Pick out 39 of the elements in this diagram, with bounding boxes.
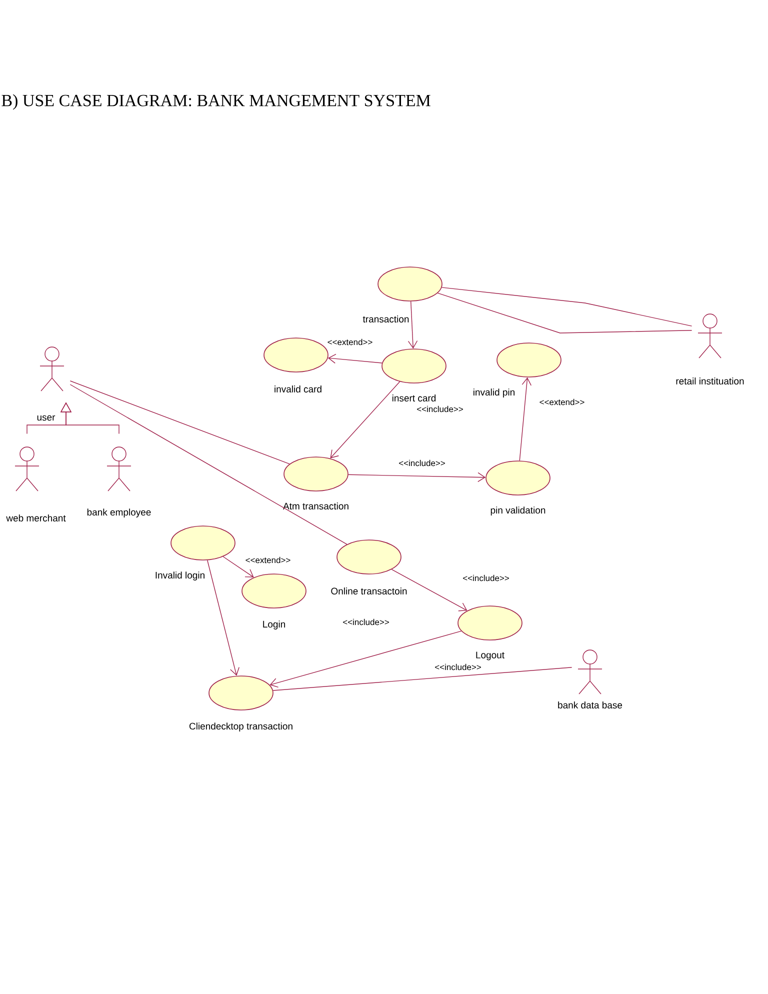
- connector-arrow: [348, 472, 486, 482]
- actor-label: web merchant: [6, 514, 66, 522]
- title: B) USE CASE DIAGRAM: BANK MANGEMENT SYSTEM: [2, 94, 430, 110]
- connector-arrow: [328, 354, 382, 364]
- connector-arrow: [222, 556, 254, 578]
- edge-label: <<include>>: [416, 404, 464, 414]
- connector-arrow: [270, 630, 462, 688]
- use-case-label: Atm transaction: [283, 502, 348, 510]
- edge-label: <<extend>>: [244, 556, 292, 564]
- use-case-label: Online transactoin: [331, 588, 407, 594]
- association-line: [272, 667, 572, 691]
- edge-label: <<extend>>: [326, 338, 374, 346]
- use-case-label: Cliendecktop transaction: [189, 722, 292, 732]
- use-case-label: Login: [263, 620, 285, 630]
- edge-label: <<extend>>: [538, 398, 586, 406]
- edge-label: <<include>>: [462, 574, 510, 582]
- use-case-label: invalid pin: [474, 388, 514, 398]
- actor-label: bank data base: [558, 702, 622, 708]
- connector-arrow: [330, 381, 400, 458]
- actor-label: retail instituation: [676, 378, 744, 384]
- use-case-label: Invalid login: [156, 572, 204, 580]
- connector-arrow: [391, 569, 468, 612]
- actor-label: bank employee: [87, 508, 151, 518]
- connector-arrow: [408, 301, 418, 349]
- association-line: [441, 287, 692, 326]
- use-case-label: invalid card: [274, 386, 322, 392]
- use-case-label: transaction: [362, 316, 409, 322]
- actor-label: user: [37, 415, 56, 421]
- edge-label: <<include>>: [434, 662, 482, 672]
- connector-arrow: [519, 377, 532, 461]
- connector-arrow: [207, 560, 240, 676]
- association-line: [70, 380, 290, 464]
- use-case-label: insert card: [392, 394, 436, 402]
- use-case-label: Logout: [476, 652, 504, 660]
- association-line: [437, 292, 692, 334]
- edge-label: <<include>>: [342, 618, 390, 626]
- edge-label: <<include>>: [398, 458, 446, 468]
- use-case-label: pin validation: [490, 506, 546, 516]
- association-line: [70, 384, 348, 545]
